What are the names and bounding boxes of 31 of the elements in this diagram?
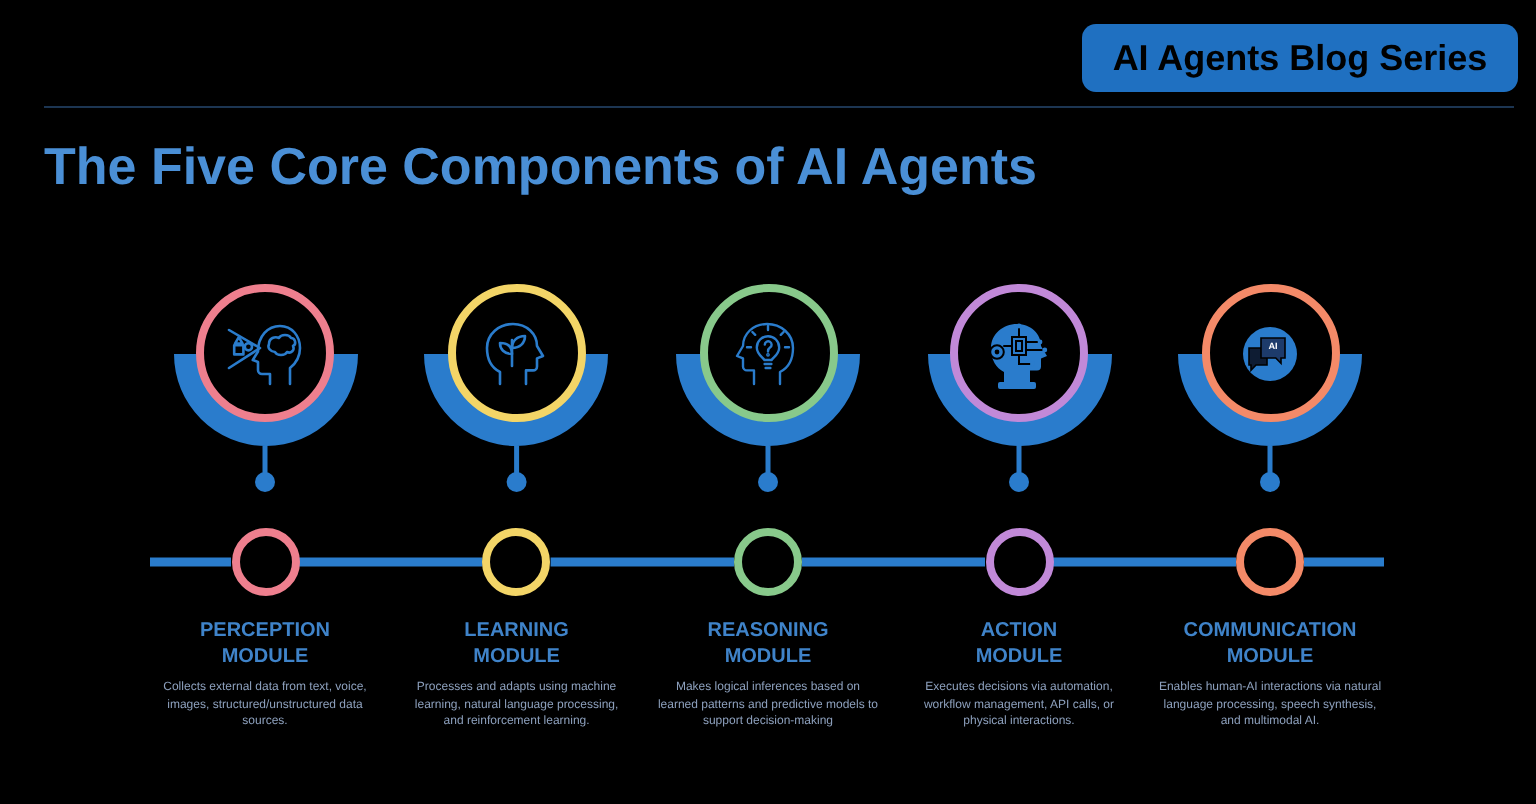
module-medallion bbox=[196, 284, 334, 423]
module-medallion bbox=[447, 284, 586, 423]
half-ring-base bbox=[676, 353, 860, 446]
module-heading: COMMUNICATION MODULE bbox=[1183, 618, 1357, 670]
stem-line bbox=[1260, 445, 1280, 492]
page-title: The Five Core Components of AI Agents bbox=[44, 136, 1037, 196]
timeline-ring bbox=[482, 528, 551, 596]
module-heading: PERCEPTION MODULE bbox=[200, 618, 330, 670]
module-medallion bbox=[699, 284, 837, 423]
timeline-line bbox=[1304, 557, 1384, 567]
module-heading: REASONING MODULE bbox=[707, 618, 829, 670]
stem-line bbox=[1009, 445, 1029, 492]
half-ring-base bbox=[1178, 353, 1362, 446]
module-heading: LEARNING MODULE bbox=[464, 618, 569, 670]
stem-line bbox=[758, 445, 778, 492]
timeline-ring bbox=[985, 528, 1053, 596]
timeline-line bbox=[802, 557, 985, 567]
timeline-ring bbox=[1236, 528, 1304, 596]
stem-line bbox=[255, 445, 275, 492]
module-heading: ACTION MODULE bbox=[975, 618, 1063, 670]
timeline-line bbox=[550, 557, 734, 567]
timeline-line bbox=[1053, 557, 1236, 567]
stem-line bbox=[506, 445, 527, 492]
timeline-ring bbox=[231, 528, 299, 596]
half-ring-base bbox=[927, 353, 1111, 446]
series-tag: AI Agents Blog Series bbox=[1082, 24, 1518, 92]
timeline-ring bbox=[734, 528, 802, 596]
timeline-line bbox=[150, 557, 231, 567]
half-ring-base bbox=[424, 353, 609, 446]
half-ring-base bbox=[173, 353, 357, 446]
timeline-line bbox=[299, 557, 483, 567]
